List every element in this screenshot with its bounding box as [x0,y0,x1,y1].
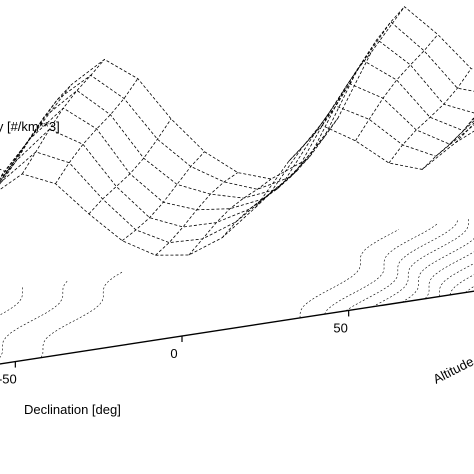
tick-labels: -50050580590600610620630640 [0,320,348,387]
x-tick-label-0: 0 [170,346,177,361]
mesh-col--60 [0,84,72,185]
mesh-col--10 [155,172,239,256]
contour-line-10 [449,274,474,296]
contour-line-11 [465,286,474,293]
contour-lines [0,218,474,358]
contour-line-5 [345,220,459,312]
contour-line-2 [40,271,123,358]
mesh-col-50 [355,34,439,142]
mesh-col--70 [0,128,39,183]
tick-marks [14,310,350,368]
base-plane-front-edge [0,290,474,365]
mesh-row-610 [0,59,474,211]
contour-line-9 [439,263,474,297]
mesh-row-630 [0,21,474,190]
mesh-col--80 [0,171,5,179]
contour-line-1 [0,280,69,358]
y-axis-label: Altitude [431,354,474,387]
contour-line-8 [424,251,474,299]
z-axis-label: Density [#/km**3] [0,119,60,134]
contour-line-7 [401,238,474,303]
mesh-col-0 [188,178,272,256]
axes [0,290,474,365]
mesh-row-600 [0,83,474,228]
mesh-col-20 [255,118,339,208]
x-axis-label: Declination [deg] [24,402,121,417]
mesh-col-60 [388,68,472,164]
x-tick-label--50: -50 [0,372,17,387]
mesh-col-40 [321,6,405,126]
contour-line-0 [0,287,23,316]
mesh-col--20 [121,151,205,242]
mesh-col--30 [88,118,172,215]
mesh-row-620 [0,38,474,199]
contour-line-4 [324,223,439,315]
mesh-col--40 [55,78,139,184]
contour-line-6 [372,218,469,308]
mesh-col-70 [421,116,474,170]
mesh-col--50 [21,59,105,175]
mesh-row-580 [0,125,474,256]
surface-mesh [0,6,474,256]
x-tick-label-50: 50 [333,320,347,335]
